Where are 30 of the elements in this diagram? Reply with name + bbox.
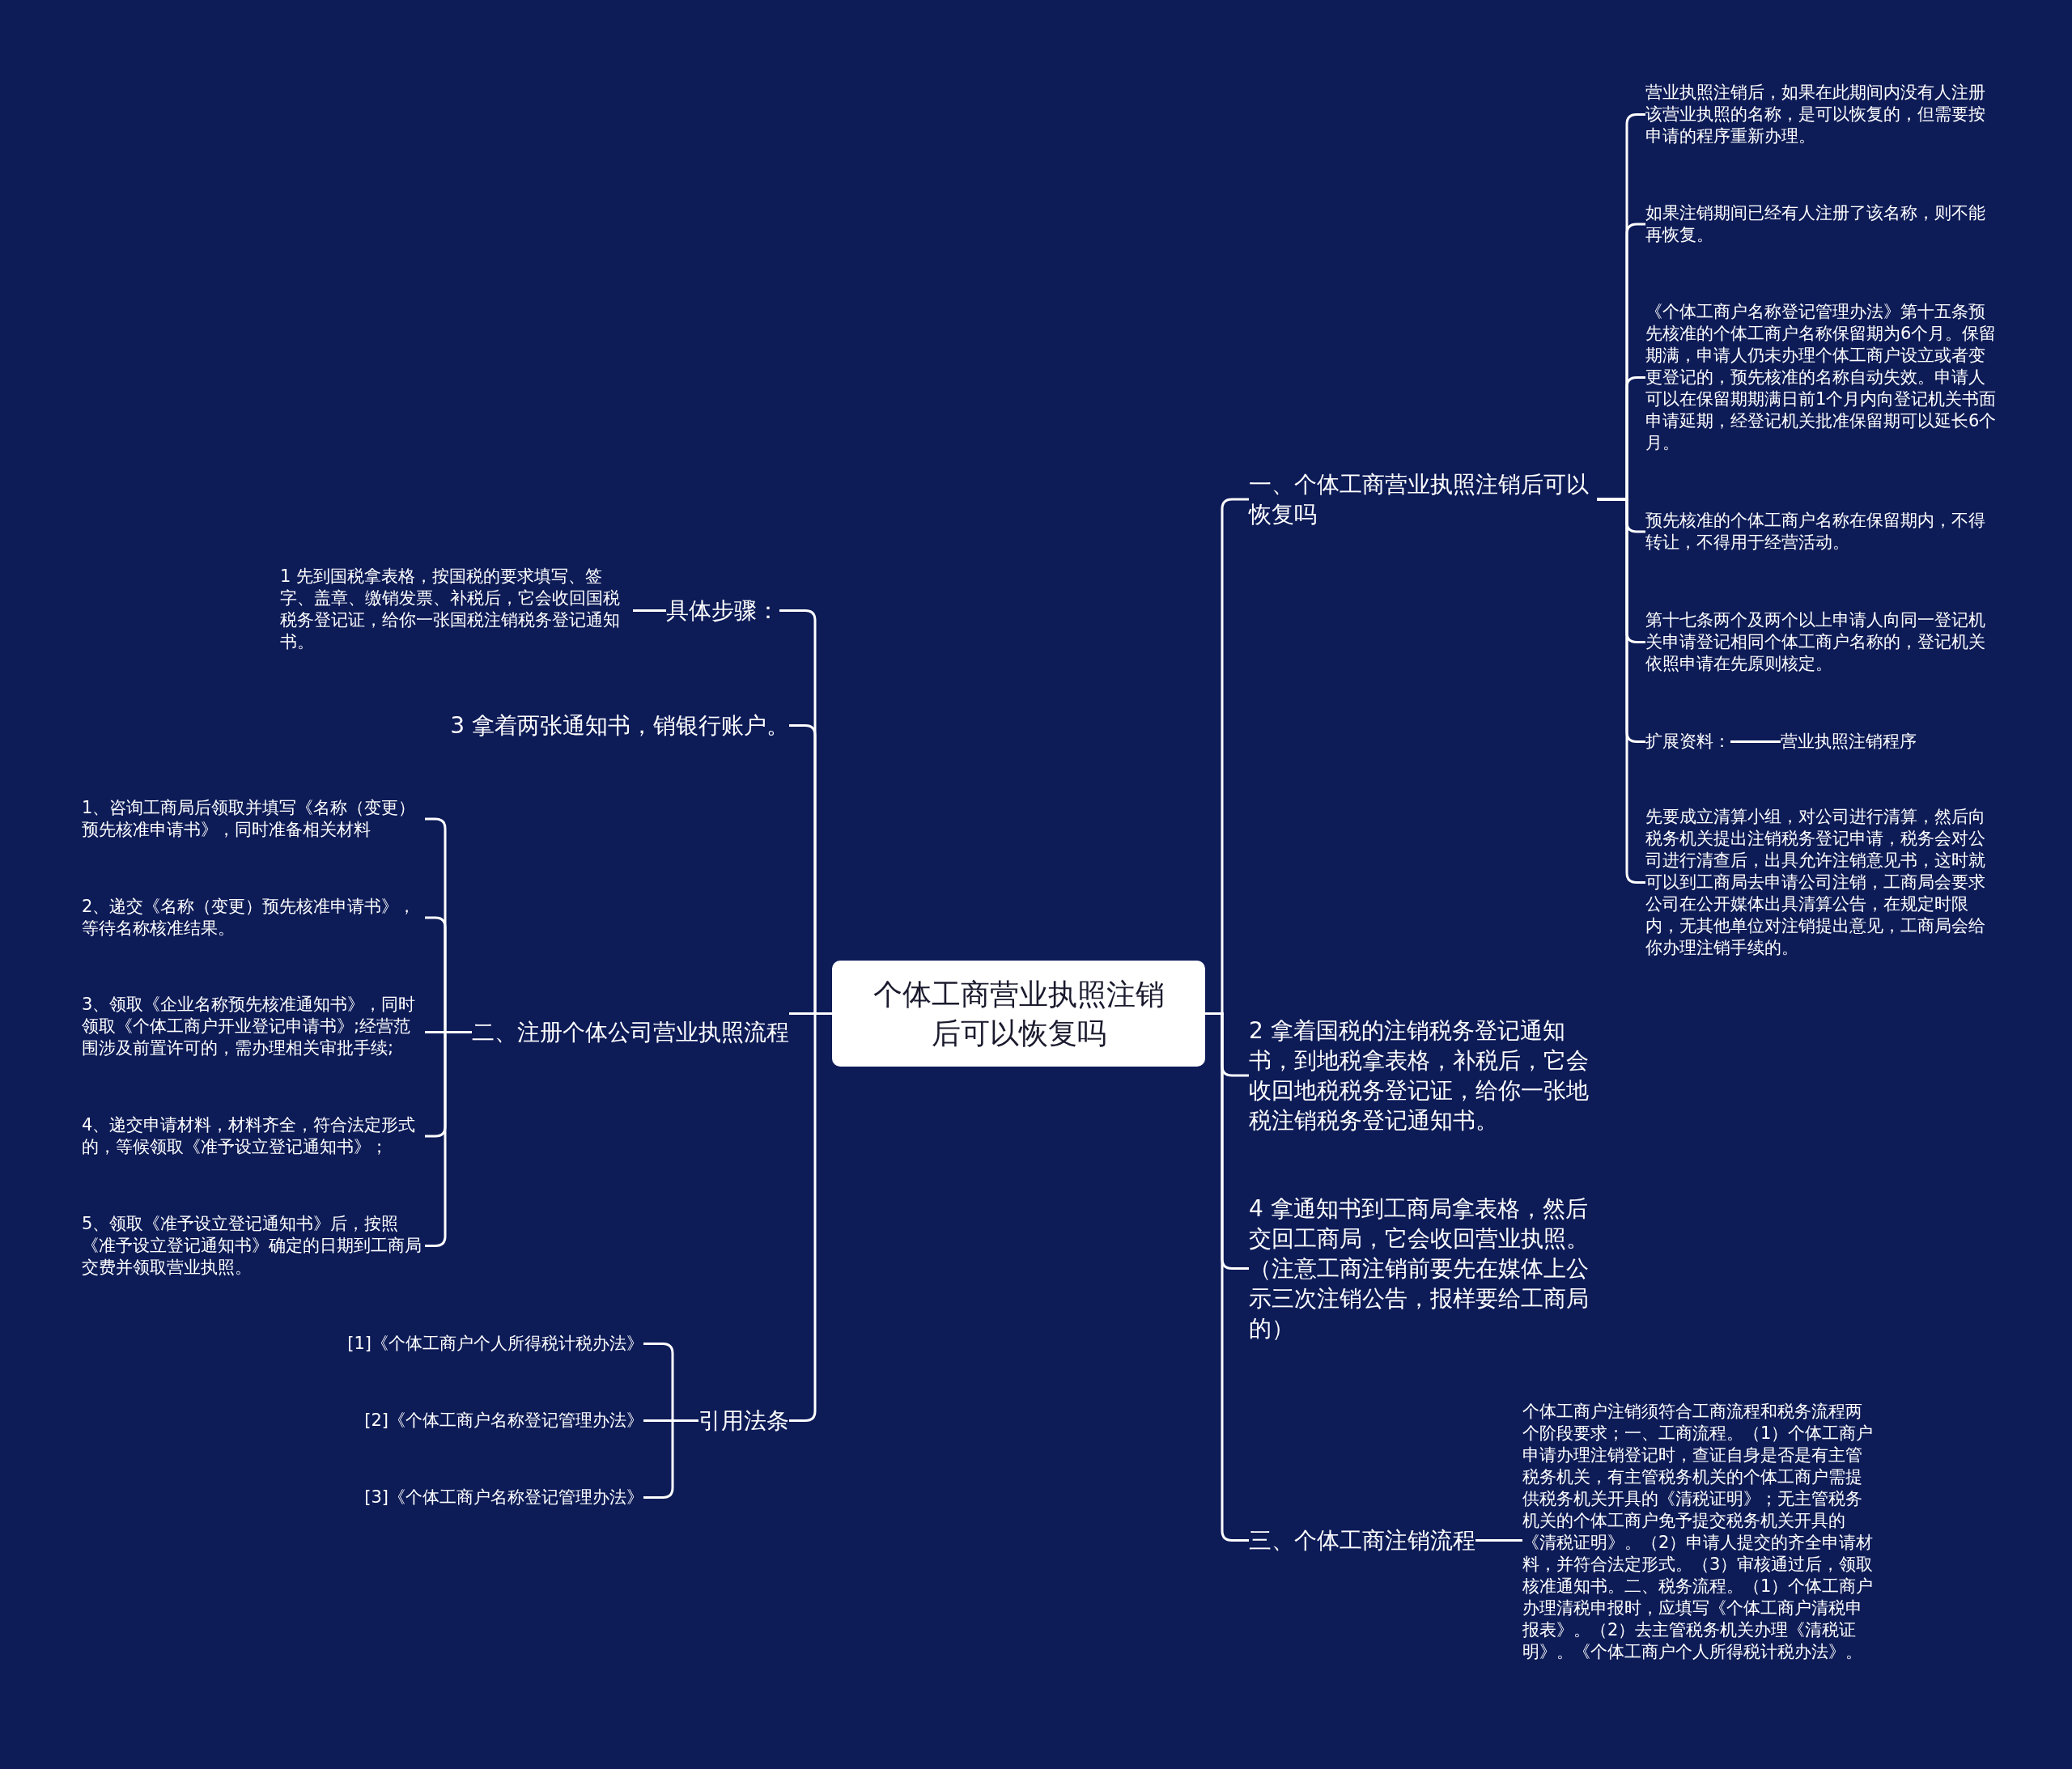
connector-line [1730, 740, 1781, 743]
note-text: 营业执照注销程序 [1781, 731, 1917, 753]
connector-line [633, 609, 666, 612]
note-text: 先要成立清算小组，对公司进行清算，然后向税务机关提出注销税务登记申请，税务会对公司进行清查后，出具允许注销意见书，这时就可以到工商局去申请公司注销，工商局会要求公司在公开媒体出具清算公告，在规定时限内，无其他单位对注销提出意见，工商局会给你办理注销手续的。 [1645, 806, 1998, 959]
note-text: 营业执照注销后，如果在此期间内没有人注册该营业执照的名称，是可以恢复的，但需要按申请的程序重新办理。 [1645, 82, 1998, 147]
note-text: 4、递交申请材料，材料齐全，符合法定形式的，等候领取《准予设立登记通知书》； [82, 1114, 425, 1158]
connector-line [1475, 1539, 1522, 1542]
note-text: 个体工商户注销须符合工商流程和税务流程两个阶段要求；一、工商流程。（1）个体工商户申请办理注销登记时，查证自身是否是有主管税务机关，有主管税务机关的个体工商户需提供税务机关开具的《清税证明》；无主管税务机关的个体工商户免予提交税务机关开具的《清税证明》。（2）申请人提交的齐全申请材料，并符合法定形式。（3）审核通过后，领取核准通知书。二、税务流程。（1）个体工商户办理清税申报时，应填写《个体工商户清税申报表》。（2）去主管税务机关办理《清税证明》。《个体工商户个人所得税计税办法》。 [1522, 1401, 1875, 1663]
note-text: 1 先到国税拿表格，按国税的要求填写、签字、盖章、缴销发票、补税后，它会收回国税税务登记证，给你一张国税注销税务登记通知书。 [280, 566, 633, 653]
branch-label: 引用法条 [698, 1406, 789, 1436]
note-text: 预先核准的个体工商户名称在保留期内，不得转让，不得用于经营活动。 [1645, 510, 1998, 554]
note-text: 《个体工商户名称登记管理办法》第十五条预先核准的个体工商户名称保留期为6个月。保留期满，申请人仍未办理个体工商户设立或者变更登记的，预先核准的名称自动失效。申请人可以在保留期期满日前1个月内向登记机关书面申请延期，经登记机关批准保留期可以延长6个月。 [1645, 301, 1998, 454]
branch-label: 二、注册个体公司营业执照流程 [472, 1017, 789, 1047]
note-text: [1]《个体工商户个人所得税计税办法》 [347, 1333, 643, 1355]
note-text: [3]《个体工商户名称登记管理办法》 [364, 1487, 643, 1508]
note-text: 5、领取《准予设立登记通知书》后，按照《准予设立登记通知书》确定的日期到工商局交费并领取营业执照。 [82, 1213, 425, 1279]
branch-label: 2 拿着国税的注销税务登记通知书，到地税拿表格，补税后，它会收回地税税务登记证，给你一张地税注销税务登记通知书。 [1249, 1016, 1597, 1135]
note-text: 如果注销期间已经有人注册了该名称，则不能再恢复。 [1645, 202, 1998, 246]
note-text: 2、递交《名称（变更）预先核准申请书》，等待名称核准结果。 [82, 896, 425, 940]
branch-label: 3 拿着两张通知书，销银行账户。 [450, 711, 789, 740]
note-text: 第十七条两个及两个以上申请人向同一登记机关申请登记相同个体工商户名称的，登记机关依照申请在先原则核定。 [1645, 609, 1998, 675]
branch-label: 一、个体工商营业执照注销后可以恢复吗 [1249, 469, 1597, 529]
note-text: 扩展资料： [1645, 731, 1730, 753]
topic-box: 个体工商营业执照注销后可以恢复吗 [832, 961, 1205, 1067]
note-text: 1、咨询工商局后领取并填写《名称（变更）预先核准申请书》，同时准备相关材料 [82, 797, 425, 841]
branch-label: 具体步骤： [666, 596, 779, 626]
branch-label: 三、个体工商注销流程 [1249, 1525, 1475, 1555]
branch-label: 4 拿通知书到工商局拿表格，然后交回工商局，它会收回营业执照。（注意工商注销前要先在媒体上公示三次注销公告，报样要给工商局的） [1249, 1194, 1597, 1343]
note-text: 3、领取《企业名称预先核准通知书》，同时领取《个体工商户开业登记申请书》;经营范围涉及前置许可的，需办理相关审批手续; [82, 994, 425, 1059]
note-text: [2]《个体工商户名称登记管理办法》 [364, 1410, 643, 1432]
